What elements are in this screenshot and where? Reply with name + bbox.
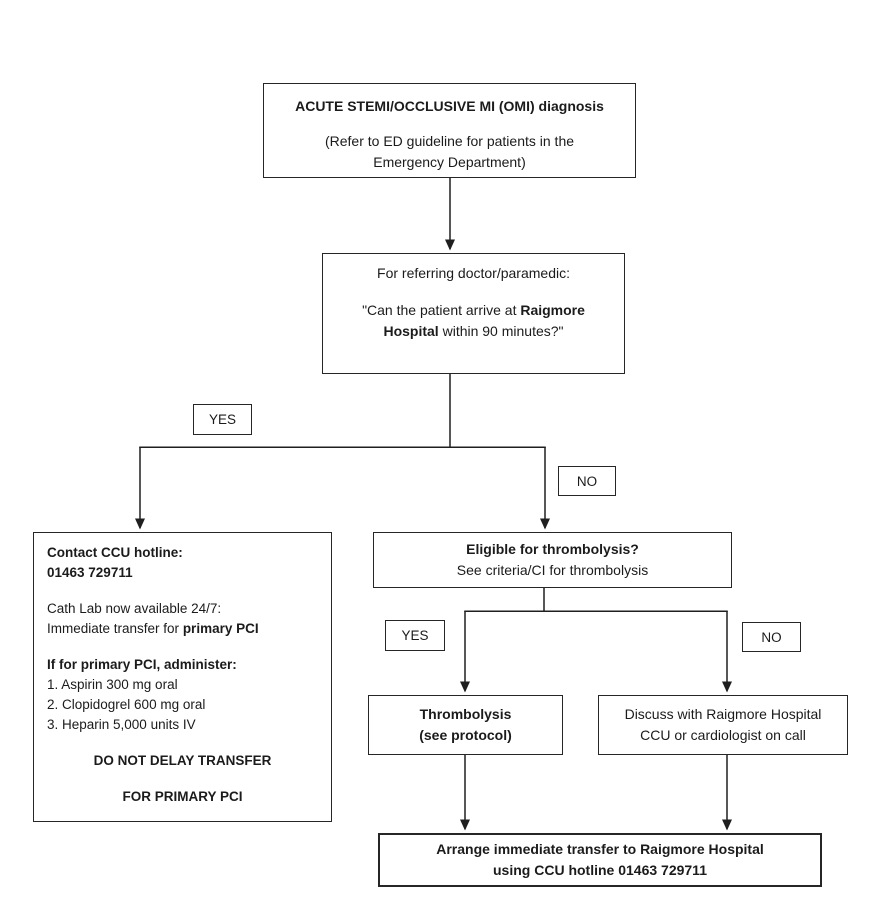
label-no-primary-text: NO	[576, 473, 598, 489]
thrombolysis-line1: Thrombolysis	[419, 706, 512, 722]
diagnosis-subtitle-line1: (Refer to ED guideline for patients in t…	[324, 133, 575, 149]
diagnosis-subtitle-line2: Emergency Department)	[373, 154, 526, 170]
pci-administer-item: 3. Heparin 5,000 units IV	[47, 717, 196, 732]
spacer	[264, 117, 635, 131]
spacer	[47, 583, 318, 599]
pci-administer-heading: If for primary PCI, administer:	[47, 657, 237, 672]
question-line1-bold: Raigmore	[520, 302, 585, 318]
node-question: For referring doctor/paramedic: "Can the…	[322, 253, 625, 374]
arrange-line1: Arrange immediate transfer to Raigmore H…	[436, 841, 764, 857]
label-yes-primary-text: YES	[208, 412, 236, 427]
node-pci: Contact CCU hotline: 01463 729711 Cath L…	[33, 532, 332, 822]
label-no-thrombolysis: NO	[742, 622, 801, 652]
thrombolysis-line2: (see protocol)	[419, 727, 512, 743]
pci-hotline-number: 01463 729711	[47, 565, 133, 580]
pci-cathlab-line1: Cath Lab now available 24/7:	[47, 601, 222, 616]
node-thrombolysis: Thrombolysis (see protocol)	[368, 695, 563, 755]
spacer	[47, 771, 318, 787]
pci-warning-line2: FOR PRIMARY PCI	[122, 789, 243, 804]
arrange-line2: using CCU hotline 01463 729711	[493, 862, 707, 878]
discuss-line2: CCU or cardiologist on call	[640, 727, 806, 743]
pci-administer-item: 2. Clopidogrel 600 mg oral	[47, 697, 206, 712]
pci-cathlab-line2: Immediate transfer for primary PCI	[47, 619, 318, 639]
label-no-thrombolysis-text: NO	[761, 629, 782, 645]
label-no-primary: NO	[558, 466, 616, 496]
question-line2-bold: Hospital	[383, 323, 439, 339]
spacer	[47, 735, 318, 751]
eligible-subtitle: See criteria/CI for thrombolysis	[456, 562, 649, 578]
node-discuss: Discuss with Raigmore Hospital CCU or ca…	[598, 695, 848, 755]
discuss-line1: Discuss with Raigmore Hospital	[624, 706, 822, 722]
label-yes-thrombolysis-text: YES	[401, 628, 429, 643]
diagnosis-title: ACUTE STEMI/OCCLUSIVE MI (OMI) diagnosis	[295, 98, 604, 114]
question-line1-text: "Can the patient arrive at	[362, 302, 521, 318]
spacer	[47, 639, 318, 655]
pci-warning-line1: DO NOT DELAY TRANSFER	[93, 753, 272, 768]
node-eligible: Eligible for thrombolysis? See criteria/…	[373, 532, 732, 588]
question-line2-text: within 90 minutes?"	[438, 323, 564, 339]
question-line1: "Can the patient arrive at Raigmore	[323, 300, 624, 321]
label-yes-primary: YES	[193, 404, 252, 435]
pci-administer-item: 1. Aspirin 300 mg oral	[47, 677, 178, 692]
question-line2: Hospital within 90 minutes?"	[323, 321, 624, 342]
spacer	[323, 284, 624, 300]
pci-cathlab-line2-text: Immediate transfer for	[47, 621, 183, 636]
pci-hotline-label: Contact CCU hotline:	[47, 545, 183, 560]
node-arrange: Arrange immediate transfer to Raigmore H…	[378, 833, 822, 887]
node-diagnosis: ACUTE STEMI/OCCLUSIVE MI (OMI) diagnosis…	[263, 83, 636, 178]
label-yes-thrombolysis: YES	[385, 620, 445, 651]
question-intro: For referring doctor/paramedic:	[377, 265, 570, 281]
eligible-title: Eligible for thrombolysis?	[466, 541, 639, 557]
pci-cathlab-line2-bold: primary PCI	[182, 621, 259, 636]
